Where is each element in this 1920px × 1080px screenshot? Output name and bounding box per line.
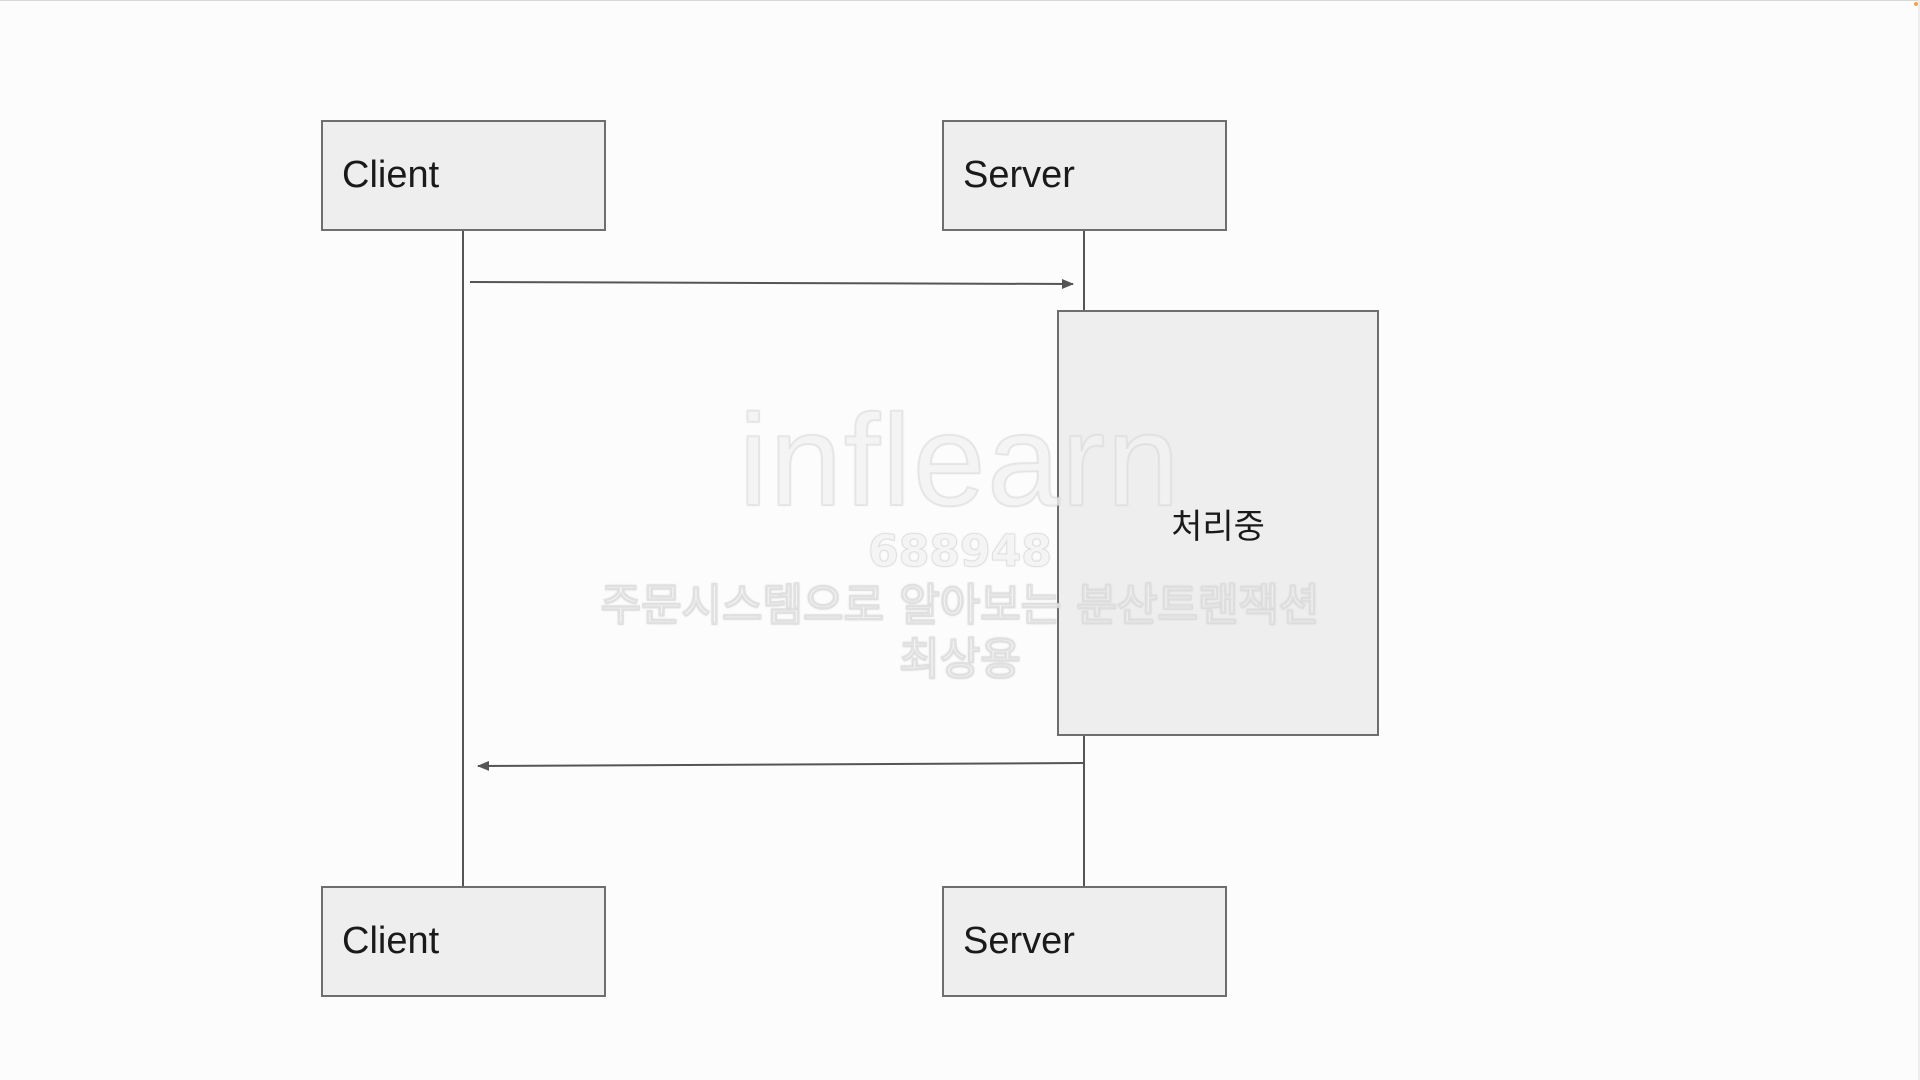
slide-edge bbox=[1918, 0, 1920, 1080]
server-activation-box: 처리중 bbox=[1057, 310, 1379, 736]
server-label-top: Server bbox=[963, 154, 1075, 196]
client-participant-top: Client bbox=[321, 120, 606, 231]
client-label-top: Client bbox=[342, 154, 440, 196]
server-participant-top: Server bbox=[942, 120, 1227, 231]
activation-label: 처리중 bbox=[1171, 506, 1265, 547]
client-participant-bottom: Client bbox=[321, 886, 606, 997]
response-arrow bbox=[477, 760, 1085, 771]
client-label-bottom: Client bbox=[342, 920, 440, 962]
server-participant-bottom: Server bbox=[942, 886, 1227, 997]
indicator-dot bbox=[1914, 2, 1918, 6]
server-label-bottom: Server bbox=[963, 920, 1075, 962]
request-arrow bbox=[469, 278, 1074, 289]
